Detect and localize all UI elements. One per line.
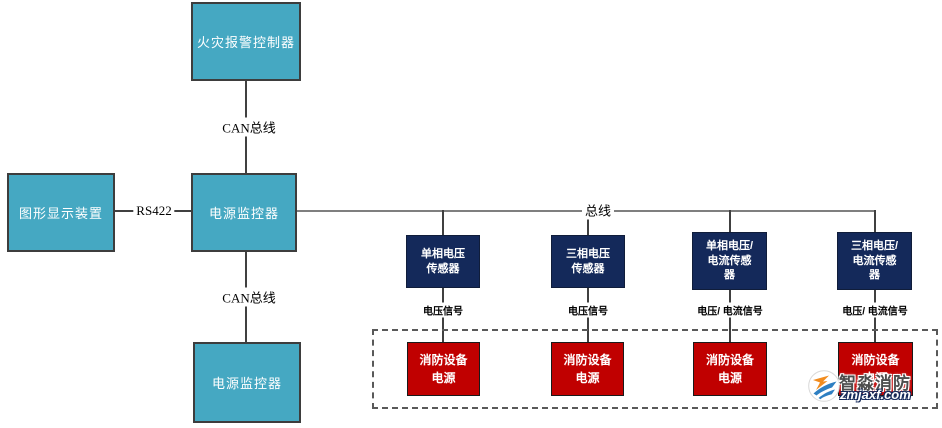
watermark-brand-text: 智淼消防 — [839, 374, 911, 393]
edge-line-bus-to-sensor-1 — [442, 210, 444, 236]
watermark: 智淼消防 zmjaxf.com — [806, 366, 942, 410]
watermark-url-text: zmjaxf.com — [840, 387, 911, 402]
node-sensor-single-phase-voltage-current: 单相电压/ 电流传感 器 — [692, 232, 767, 290]
edge-label-trunk-bus: 总线 — [581, 200, 615, 220]
node-fire-alarm-controller: 火灾报警控制器 — [191, 2, 301, 81]
node-fire-power-supply-4: 消防设备 电源 — [838, 342, 913, 396]
node-power-monitor-bottom: 电源监控器 — [193, 342, 301, 423]
signal-label-voltage-1: 电压信号 — [421, 302, 465, 318]
node-fire-power-supply-2: 消防设备 电源 — [551, 342, 624, 396]
signal-label-voltage-current-3: 电压/ 电流信号 — [695, 302, 765, 318]
edge-label-rs422: RS422 — [133, 203, 175, 219]
signal-label-voltage-current-4: 电压/ 电流信号 — [840, 302, 910, 318]
edge-label-can-bus-top: CAN总线 — [219, 117, 279, 137]
edge-line-bus-to-sensor-3 — [729, 210, 731, 233]
brand-logo-icon — [808, 370, 840, 402]
node-power-monitor-middle: 电源监控器 — [191, 173, 297, 252]
node-sensor-three-phase-voltage-current: 三相电压/ 电流传感 器 — [837, 232, 912, 290]
edge-label-can-bus-bottom: CAN总线 — [219, 287, 279, 307]
node-sensor-three-phase-voltage: 三相电压 传感器 — [551, 235, 625, 288]
edge-line-bus-to-sensor-4 — [874, 210, 876, 233]
node-fire-power-supply-1: 消防设备 电源 — [407, 342, 480, 396]
signal-label-voltage-2: 电压信号 — [566, 302, 610, 318]
fire-power-group-outline — [372, 329, 938, 409]
node-graphic-display-device: 图形显示装置 — [7, 173, 115, 252]
node-sensor-single-phase-voltage: 单相电压 传感器 — [406, 235, 480, 288]
node-fire-power-supply-3: 消防设备 电源 — [693, 342, 767, 396]
edge-line-bus-to-sensor-2 — [587, 210, 589, 236]
